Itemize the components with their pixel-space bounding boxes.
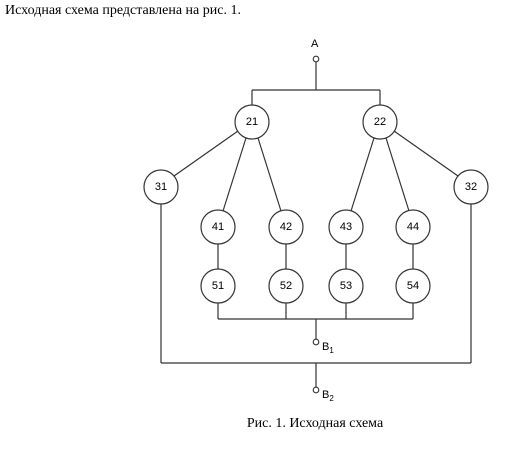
wire-22-43: [350, 137, 375, 212]
node-22-circle: [362, 104, 398, 140]
wires: [160, 62, 472, 387]
node-31-circle: [143, 169, 179, 205]
node-22-label: 22: [374, 116, 386, 128]
node-21-circle: [234, 104, 270, 140]
node-43: 43: [328, 209, 364, 245]
wire-21-42: [257, 137, 282, 212]
terminal-b2: B2: [312, 386, 334, 403]
figure-caption: Рис. 1. Исходная схема: [246, 416, 384, 431]
node-52-label: 52: [280, 280, 292, 292]
terminal-b1-label: B1: [322, 341, 334, 355]
terminal-a-dot: [312, 55, 320, 63]
node-43-label: 43: [340, 221, 352, 233]
node-54: 54: [395, 268, 431, 304]
wire-21-31: [173, 130, 239, 177]
node-51-label: 51: [212, 280, 224, 292]
node-41: 41: [200, 209, 236, 245]
node-21: 21: [234, 104, 270, 140]
node-52: 52: [268, 268, 304, 304]
node-54-circle: [395, 268, 431, 304]
node-44-circle: [395, 209, 431, 245]
node-22: 22: [362, 104, 398, 140]
terminal-b2-label: B2: [322, 389, 334, 403]
terminal-a: A: [311, 38, 320, 63]
node-51: 51: [200, 268, 236, 304]
node-21-label: 21: [246, 116, 258, 128]
node-32-circle: [453, 169, 489, 205]
node-53: 53: [328, 268, 364, 304]
wire-22-44: [385, 137, 410, 212]
node-32: 32: [453, 169, 489, 205]
node-44-label: 44: [407, 221, 419, 233]
terminal-b1-dot: [312, 338, 320, 346]
node-32-label: 32: [465, 181, 477, 193]
node-42: 42: [268, 209, 304, 245]
wire-21-41: [222, 137, 247, 212]
node-53-circle: [328, 268, 364, 304]
node-51-circle: [200, 268, 236, 304]
wire-22-32: [393, 130, 459, 177]
terminal-b2-dot: [312, 386, 320, 394]
node-52-circle: [268, 268, 304, 304]
intro-text: Исходная схема представлена на рис. 1.: [5, 3, 241, 18]
node-31: 31: [143, 169, 179, 205]
node-31-label: 31: [155, 181, 167, 193]
node-43-circle: [328, 209, 364, 245]
node-44: 44: [395, 209, 431, 245]
terminal-a-label: A: [311, 38, 319, 50]
node-42-circle: [268, 209, 304, 245]
node-54-label: 54: [407, 280, 419, 292]
node-41-label: 41: [212, 221, 224, 233]
terminal-b1: B1: [312, 338, 334, 355]
node-42-label: 42: [280, 221, 292, 233]
node-53-label: 53: [340, 280, 352, 292]
node-41-circle: [200, 209, 236, 245]
